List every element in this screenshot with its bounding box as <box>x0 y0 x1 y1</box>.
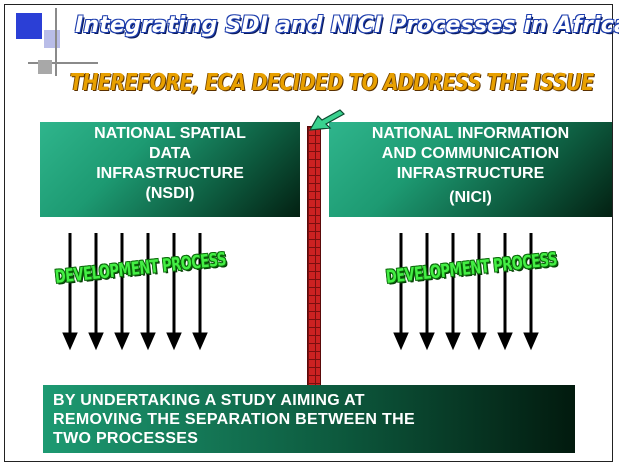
decor-line-horizontal <box>28 62 98 64</box>
green-arrow-icon <box>308 109 345 131</box>
down-arrow-icon <box>114 332 130 351</box>
down-arrow-icon <box>88 332 104 351</box>
right-arrows-group <box>393 233 539 351</box>
down-arrow-icon <box>445 332 461 351</box>
nici-line: AND COMMUNICATION <box>381 145 560 162</box>
conclusion-line: REMOVING THE SEPARATION BETWEEN THE <box>53 411 415 428</box>
nici-line: INFRASTRUCTURE <box>396 165 545 182</box>
down-arrow-icon <box>497 332 513 351</box>
slide-title: Integrating SDI and NICI Processes in Af… <box>75 13 619 38</box>
decor-square-gray <box>38 60 52 74</box>
nsdi-line: INFRASTRUCTURE <box>96 165 244 182</box>
down-arrow-icon <box>192 332 208 351</box>
decor-square-lavender <box>44 30 60 48</box>
left-arrows-group <box>62 233 208 351</box>
down-arrow-icon <box>523 332 539 351</box>
nici-line: (NICI) <box>449 189 492 206</box>
down-arrow-icon <box>62 332 78 351</box>
conclusion-line: BY UNDERTAKING A STUDY AIMING AT <box>53 392 365 409</box>
nsdi-box: NATIONAL SPATIAL DATA INFRASTRUCTURE (NS… <box>40 122 300 217</box>
down-arrow-icon <box>419 332 435 351</box>
conclusion-box: BY UNDERTAKING A STUDY AIMING AT REMOVIN… <box>43 385 575 453</box>
nici-line: NATIONAL INFORMATION <box>371 125 570 142</box>
nsdi-line: NATIONAL SPATIAL <box>94 125 246 142</box>
decor-line-vertical <box>55 8 57 76</box>
down-arrow-icon <box>393 332 409 351</box>
nsdi-line: (NSDI) <box>145 185 195 202</box>
down-arrow-icon <box>166 332 182 351</box>
down-arrow-icon <box>471 332 487 351</box>
down-arrow-icon <box>140 332 156 351</box>
decor-square-blue <box>16 13 42 39</box>
slide-subtitle: THEREFORE, ECA DECIDED TO ADDRESS THE IS… <box>70 70 594 96</box>
conclusion-line: TWO PROCESSES <box>53 430 199 447</box>
brick-wall-separator <box>307 126 321 446</box>
nsdi-line: DATA <box>148 145 192 162</box>
nici-box: NATIONAL INFORMATION AND COMMUNICATION I… <box>329 122 612 217</box>
